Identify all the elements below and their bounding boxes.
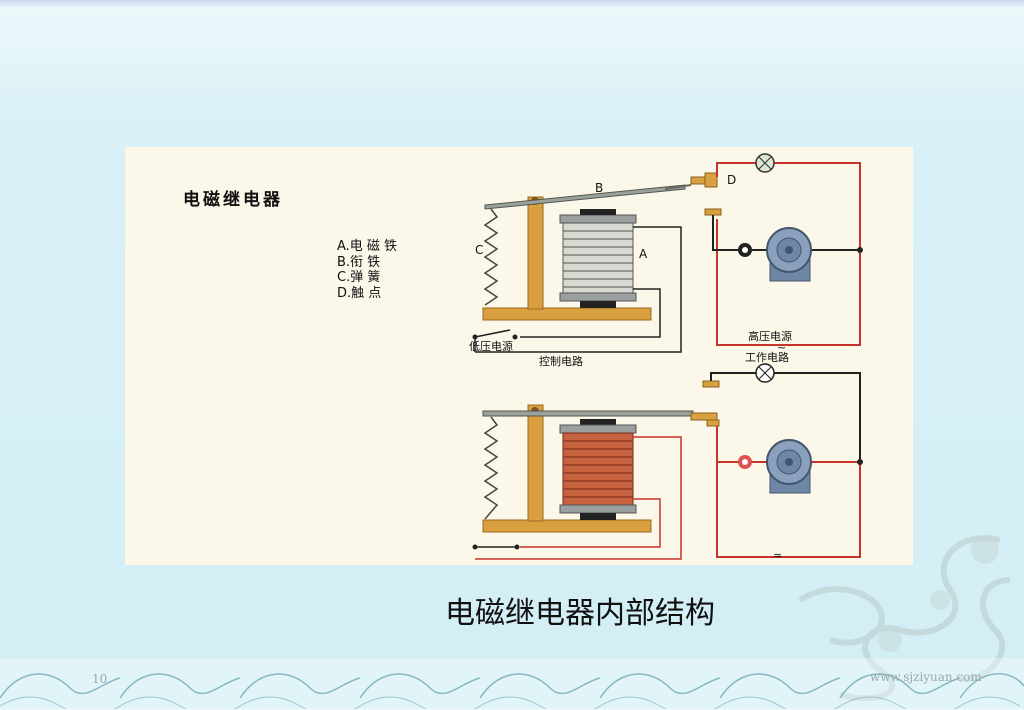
- bottom-core-top: [580, 419, 616, 425]
- bottom-work-wire-red: [716, 426, 861, 558]
- legend: A.电 磁 铁 B.衔 铁 C.弹 簧 D.触 点: [337, 239, 397, 301]
- bottom-work-wire-black: [710, 372, 861, 462]
- top-bulb-icon: [738, 243, 752, 257]
- label-b: B: [595, 181, 604, 195]
- bottom-core-cap: [559, 424, 637, 434]
- top-junction: [857, 247, 863, 253]
- diagram-title: 电磁继电器: [183, 190, 283, 210]
- bottom-contact-lower: [706, 419, 720, 427]
- top-post: [527, 196, 544, 310]
- legend-item-d: D.触 点: [337, 285, 382, 301]
- top-core-bottom: [559, 292, 637, 302]
- top-work-wire-red: [716, 162, 861, 346]
- working-circuit-label: 工作电路: [745, 351, 789, 364]
- top-core-top: [580, 209, 616, 215]
- bottom-post: [527, 404, 544, 522]
- low-voltage-source-label: 低压电源: [469, 340, 513, 353]
- bottom-core-foot: [580, 513, 616, 520]
- top-lamp-icon: [755, 153, 775, 173]
- bottom-coil-icon: [562, 432, 634, 506]
- page-number: 10: [92, 672, 108, 686]
- top-control-wire-1: [475, 226, 682, 353]
- ac-symbol-bottom: ≃: [773, 549, 783, 562]
- top-contact-lower: [704, 208, 722, 216]
- top-contact-d: [704, 172, 718, 188]
- label-d: D: [727, 173, 737, 187]
- bottom-control-wire-1: [475, 436, 682, 560]
- top-base: [482, 307, 652, 321]
- relay-diagram: [472, 153, 863, 560]
- bottom-core-bottom: [559, 504, 637, 514]
- label-c: C: [475, 243, 484, 257]
- bottom-armature: [482, 410, 694, 417]
- legend-item-c: C.弹 簧: [337, 270, 381, 285]
- top-core-foot: [580, 301, 616, 308]
- bottom-switch-icon: [472, 544, 520, 550]
- diagram-panel: 电磁继电器 A.电 磁 铁 B.衔 铁 C.弹 簧 D.触 点 B C A D …: [125, 147, 913, 565]
- top-switch-icon: [472, 329, 518, 352]
- ac-symbol-top: ~: [777, 341, 787, 354]
- slide-caption: 电磁继电器内部结构: [445, 596, 715, 631]
- bottom-motor-icon: [766, 439, 812, 494]
- top-armature: [484, 184, 686, 210]
- control-circuit-label: 控制电路: [539, 355, 583, 368]
- bottom-junction: [857, 459, 863, 465]
- high-voltage-source-label: 高压电源: [748, 330, 792, 343]
- top-spring-icon: [483, 208, 499, 306]
- footer-url: www.sjziyuan.com: [870, 670, 982, 684]
- top-motor-icon: [766, 227, 812, 282]
- bottom-contact-upper: [702, 380, 720, 388]
- bottom-relay: [472, 363, 863, 560]
- top-coil-icon: [562, 222, 634, 294]
- wave-border-decoration: [0, 658, 1024, 709]
- bottom-bulb-icon: [738, 455, 752, 469]
- top-core-cap: [559, 214, 637, 224]
- legend-item-b: B.衔 铁: [337, 254, 381, 270]
- bottom-lamp-icon: [755, 363, 775, 383]
- top-relay: [472, 153, 863, 353]
- bottom-control-wire-2: [520, 498, 661, 548]
- legend-item-a: A.电 磁 铁: [337, 239, 398, 254]
- bottom-base: [482, 519, 652, 533]
- top-bar: [0, 0, 1024, 7]
- top-control-wire-2: [520, 288, 661, 338]
- bottom-spring-icon: [483, 416, 499, 520]
- dragon-decoration: [798, 535, 1011, 702]
- bottom-contact-closed: [690, 412, 718, 421]
- top-armature-tip: [664, 184, 692, 190]
- label-a: A: [639, 247, 648, 261]
